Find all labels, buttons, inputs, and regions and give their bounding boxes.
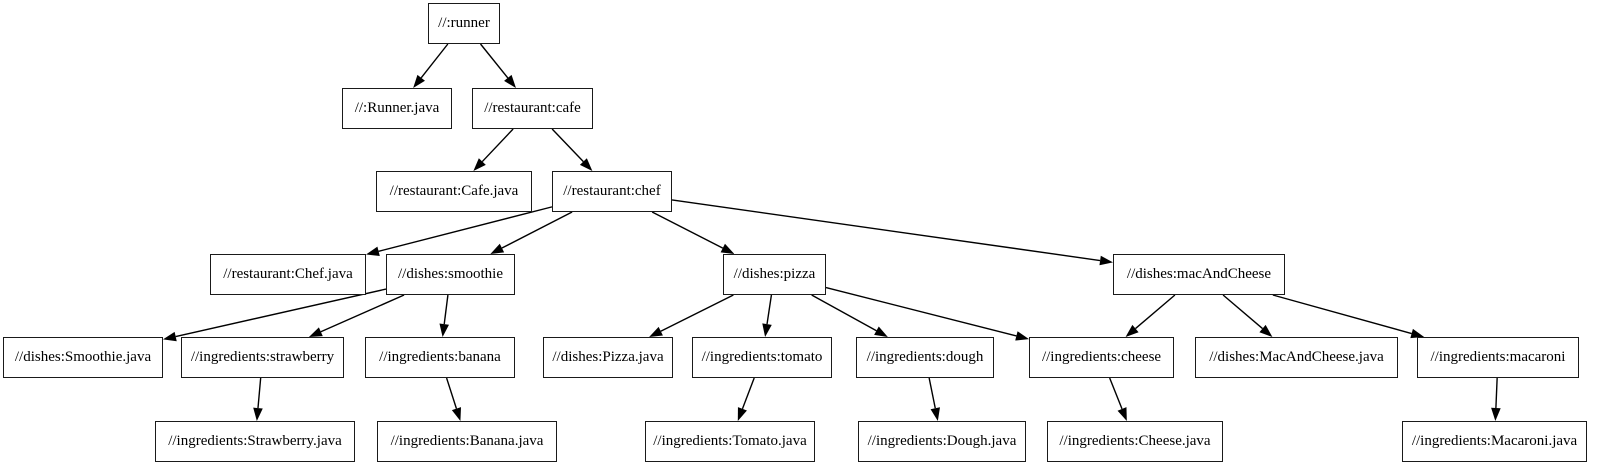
graph-node-pizza: //dishes:pizza bbox=[723, 254, 826, 295]
graph-node-macaroni-java: //ingredients:Macaroni.java bbox=[1402, 421, 1587, 462]
graph-edge-strawberry-to-strawberry-java bbox=[257, 377, 262, 409]
arrowhead-icon bbox=[1491, 407, 1501, 421]
graph-edge-runner-to-cafe bbox=[479, 43, 509, 79]
graph-node-smoothie-java: //dishes:Smoothie.java bbox=[3, 337, 163, 378]
graph-edge-pizza-to-tomato bbox=[766, 294, 773, 325]
graph-node-banana: //ingredients:banana bbox=[365, 337, 515, 378]
arrowhead-icon bbox=[451, 407, 462, 421]
arrowhead-icon bbox=[737, 407, 747, 421]
arrowhead-icon bbox=[930, 407, 940, 421]
graph-edge-cheese-to-cheese-java bbox=[1109, 377, 1123, 410]
graph-node-banana-java: //ingredients:Banana.java bbox=[377, 421, 557, 462]
graph-edge-pizza-to-dough bbox=[811, 294, 877, 332]
graph-node-tomato-java: //ingredients:Tomato.java bbox=[645, 421, 815, 462]
graph-edge-smoothie-to-smoothie-java bbox=[175, 288, 387, 338]
arrowhead-icon bbox=[366, 246, 380, 256]
graph-edge-chef-to-mac-and-cheese bbox=[671, 199, 1101, 262]
arrowhead-icon bbox=[1015, 331, 1029, 341]
arrowhead-icon bbox=[413, 74, 425, 88]
arrowhead-icon bbox=[504, 74, 516, 88]
graph-node-runner: //:runner bbox=[428, 3, 500, 44]
arrowhead-icon bbox=[308, 327, 323, 337]
arrowhead-icon bbox=[1117, 407, 1127, 421]
graph-edge-dough-to-dough-java bbox=[928, 377, 936, 409]
graph-edge-chef-to-smoothie bbox=[501, 211, 573, 249]
graph-node-pizza-java: //dishes:Pizza.java bbox=[543, 337, 673, 378]
arrowhead-icon bbox=[762, 323, 772, 337]
graph-edge-chef-to-pizza bbox=[651, 211, 724, 249]
arrowhead-icon bbox=[1099, 255, 1113, 266]
graph-node-chef: //restaurant:chef bbox=[552, 171, 672, 212]
graph-edge-pizza-to-cheese bbox=[825, 286, 1017, 337]
graph-node-chef-java: //restaurant:Chef.java bbox=[210, 254, 366, 295]
graph-edge-mac-and-cheese-to-cheese bbox=[1135, 294, 1176, 330]
graph-node-mac-and-cheese: //dishes:macAndCheese bbox=[1113, 254, 1285, 295]
arrowhead-icon bbox=[253, 407, 263, 421]
graph-node-mac-and-cheese-java: //dishes:MacAndCheese.java bbox=[1195, 337, 1398, 378]
arrowhead-icon bbox=[874, 326, 888, 337]
arrowhead-icon bbox=[163, 331, 177, 342]
graph-edge-chef-to-chef-java bbox=[378, 206, 553, 252]
graph-edge-mac-and-cheese-to-mac-and-cheese-java bbox=[1222, 294, 1263, 330]
graph-edge-cafe-to-cafe-java bbox=[481, 128, 514, 163]
graph-edge-runner-to-runner-java bbox=[420, 43, 449, 79]
arrowhead-icon bbox=[473, 158, 486, 171]
graph-node-runner-java: //:Runner.java bbox=[342, 88, 452, 129]
graph-node-cafe: //restaurant:cafe bbox=[472, 88, 593, 129]
graph-node-cafe-java: //restaurant:Cafe.java bbox=[376, 171, 532, 212]
graph-edge-banana-to-banana-java bbox=[445, 377, 458, 409]
graph-edge-mac-and-cheese-to-macaroni bbox=[1272, 294, 1412, 335]
graph-edge-pizza-to-pizza-java bbox=[660, 294, 734, 332]
graph-edge-tomato-to-tomato-java bbox=[741, 377, 755, 410]
graph-edge-smoothie-to-strawberry bbox=[320, 294, 405, 333]
graph-node-smoothie: //dishes:smoothie bbox=[386, 254, 515, 295]
graph-edge-macaroni-to-macaroni-java bbox=[1495, 377, 1498, 409]
arrowhead-icon bbox=[720, 243, 735, 254]
graph-node-dough-java: //ingredients:Dough.java bbox=[858, 421, 1026, 462]
graph-node-strawberry-java: //ingredients:Strawberry.java bbox=[155, 421, 355, 462]
arrowhead-icon bbox=[1410, 328, 1425, 339]
graph-edge-smoothie-to-banana bbox=[443, 294, 449, 325]
arrowhead-icon bbox=[1125, 324, 1139, 337]
graph-node-tomato: //ingredients:tomato bbox=[692, 337, 832, 378]
graph-edge-cafe-to-chef bbox=[551, 128, 584, 163]
arrowhead-icon bbox=[649, 326, 663, 337]
arrowhead-icon bbox=[439, 323, 449, 337]
graph-node-cheese: //ingredients:cheese bbox=[1029, 337, 1174, 378]
arrowhead-icon bbox=[579, 158, 593, 171]
graph-node-macaroni: //ingredients:macaroni bbox=[1417, 337, 1579, 378]
arrowhead-icon bbox=[490, 243, 505, 254]
arrowhead-icon bbox=[1259, 324, 1273, 337]
graph-node-cheese-java: //ingredients:Cheese.java bbox=[1047, 421, 1223, 462]
graph-node-strawberry: //ingredients:strawberry bbox=[181, 337, 344, 378]
graph-node-dough: //ingredients:dough bbox=[856, 337, 994, 378]
